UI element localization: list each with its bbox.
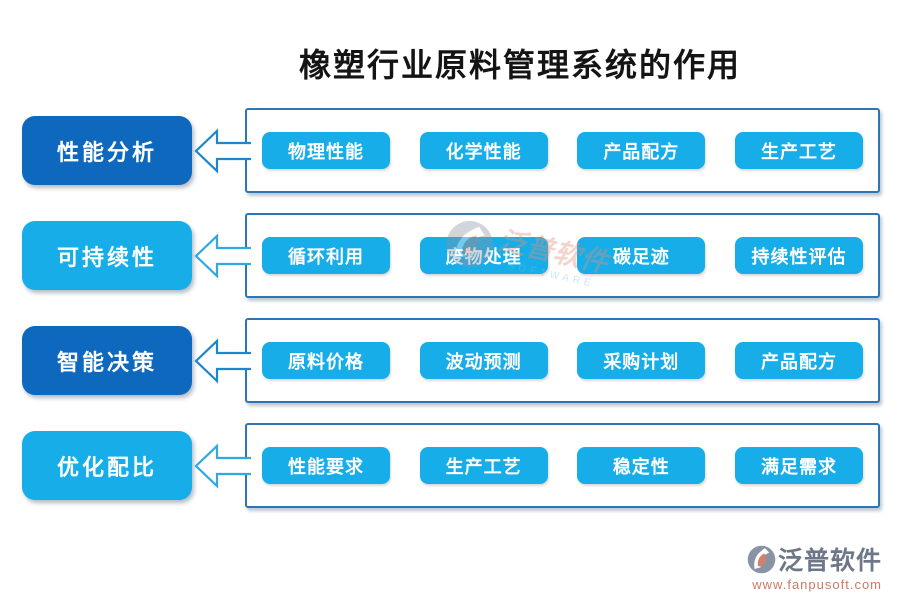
item-chip: 性能要求 <box>262 447 390 484</box>
item-chip: 波动预测 <box>419 342 548 379</box>
row-sustainability: 循环利用 废物处理 碳足迹 持续性评估 可持续性 <box>0 213 900 298</box>
category-label: 智能决策 <box>56 349 157 375</box>
item-chip: 生产工艺 <box>419 447 548 484</box>
item-chip: 废物处理 <box>419 237 548 274</box>
row-optimized-ratio: 性能要求 生产工艺 稳定性 满足需求 优化配比 <box>0 423 900 508</box>
category-box: 可持续性 <box>22 221 192 290</box>
item-chip: 持续性评估 <box>734 237 863 274</box>
footer-brand-url: www.fanpusoft.com <box>752 577 882 592</box>
footer-brand-name: 泛普软件 <box>777 548 882 575</box>
items-panel: 物理性能 化学性能 产品配方 生产工艺 <box>245 108 880 193</box>
item-chip: 生产工艺 <box>734 132 863 169</box>
category-label: 性能分析 <box>56 139 157 165</box>
diagram-title: 橡塑行业原料管理系统的作用 <box>298 47 741 83</box>
items-panel: 性能要求 生产工艺 稳定性 满足需求 <box>245 423 880 508</box>
footer-brand-block: 泛普软件 www.fanpusoft.com <box>746 541 882 592</box>
items-panel: 原料价格 波动预测 采购计划 产品配方 <box>245 318 880 403</box>
category-box: 智能决策 <box>22 326 192 395</box>
item-chip: 碳足迹 <box>577 237 706 274</box>
item-chip: 循环利用 <box>262 237 390 274</box>
category-label: 可持续性 <box>56 244 157 270</box>
item-chip: 采购计划 <box>577 342 706 379</box>
items-panel: 循环利用 废物处理 碳足迹 持续性评估 <box>245 213 880 298</box>
fanpu-logo-icon <box>747 545 776 573</box>
item-chip: 稳定性 <box>577 447 706 484</box>
item-chip: 化学性能 <box>419 132 548 169</box>
left-arrow-icon <box>194 338 251 384</box>
item-chip: 产品配方 <box>577 132 706 169</box>
item-chip: 物理性能 <box>262 132 390 169</box>
left-arrow-icon <box>194 233 251 279</box>
item-chip: 满足需求 <box>734 447 863 484</box>
item-chip: 原料价格 <box>262 342 390 379</box>
row-performance-analysis: 物理性能 化学性能 产品配方 生产工艺 性能分析 <box>0 108 900 193</box>
item-chip: 产品配方 <box>734 342 863 379</box>
category-label: 优化配比 <box>56 454 157 480</box>
left-arrow-icon <box>194 443 251 489</box>
row-intelligent-decision: 原料价格 波动预测 采购计划 产品配方 智能决策 <box>0 318 900 403</box>
left-arrow-icon <box>194 128 251 174</box>
category-box: 优化配比 <box>22 431 192 500</box>
category-box: 性能分析 <box>22 116 192 185</box>
